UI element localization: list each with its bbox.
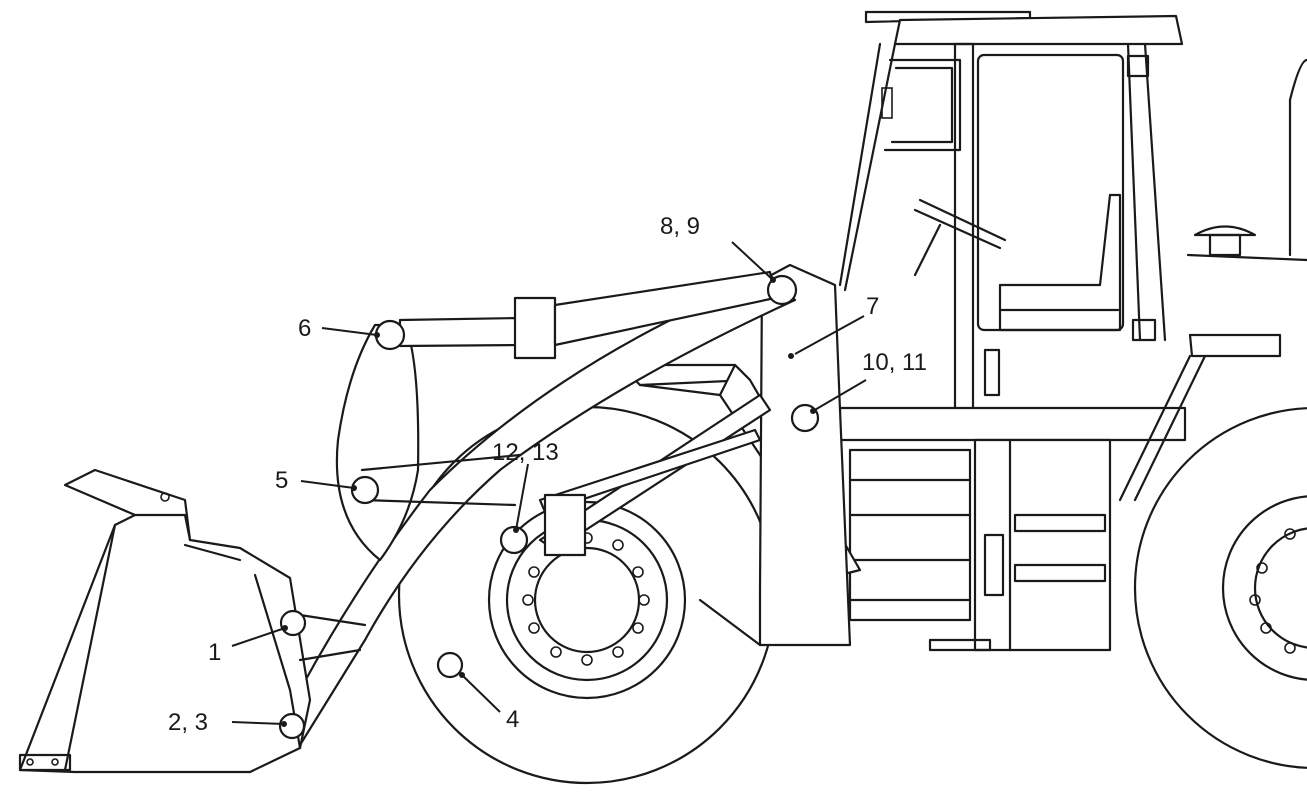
- callout-12-13: 12, 13: [492, 439, 559, 466]
- callout-5: 5: [275, 467, 288, 494]
- callout-1: 1: [208, 639, 221, 666]
- pin-12-13: [499, 525, 529, 555]
- callout-2-3: 2, 3: [168, 709, 208, 736]
- pin-7: [788, 353, 794, 359]
- callout-8-9: 8, 9: [660, 213, 700, 240]
- front-wheel: [397, 405, 777, 785]
- callout-7: 7: [866, 293, 879, 320]
- engine-hood: [1186, 58, 1307, 262]
- callout-6: 6: [298, 315, 311, 342]
- loader-tower: [698, 263, 852, 647]
- callout-4: 4: [506, 706, 519, 733]
- callout-labels: 1 2, 3 4 5 6 7 8, 9 10, 11 12, 13: [168, 213, 927, 736]
- pin-8-9: [766, 274, 798, 306]
- callout-leaders: [231, 241, 867, 727]
- lift-cylinder: [538, 393, 772, 557]
- pin-4: [436, 651, 464, 679]
- callout-10-11: 10, 11: [862, 349, 927, 376]
- rear-wheel: [1133, 407, 1307, 769]
- tilt-cylinder: [398, 270, 777, 360]
- bucket: [18, 468, 367, 774]
- pin-1: [279, 609, 307, 637]
- pin-2-3: [278, 712, 306, 740]
- pin-6: [374, 319, 406, 351]
- main-frame: [838, 333, 1282, 652]
